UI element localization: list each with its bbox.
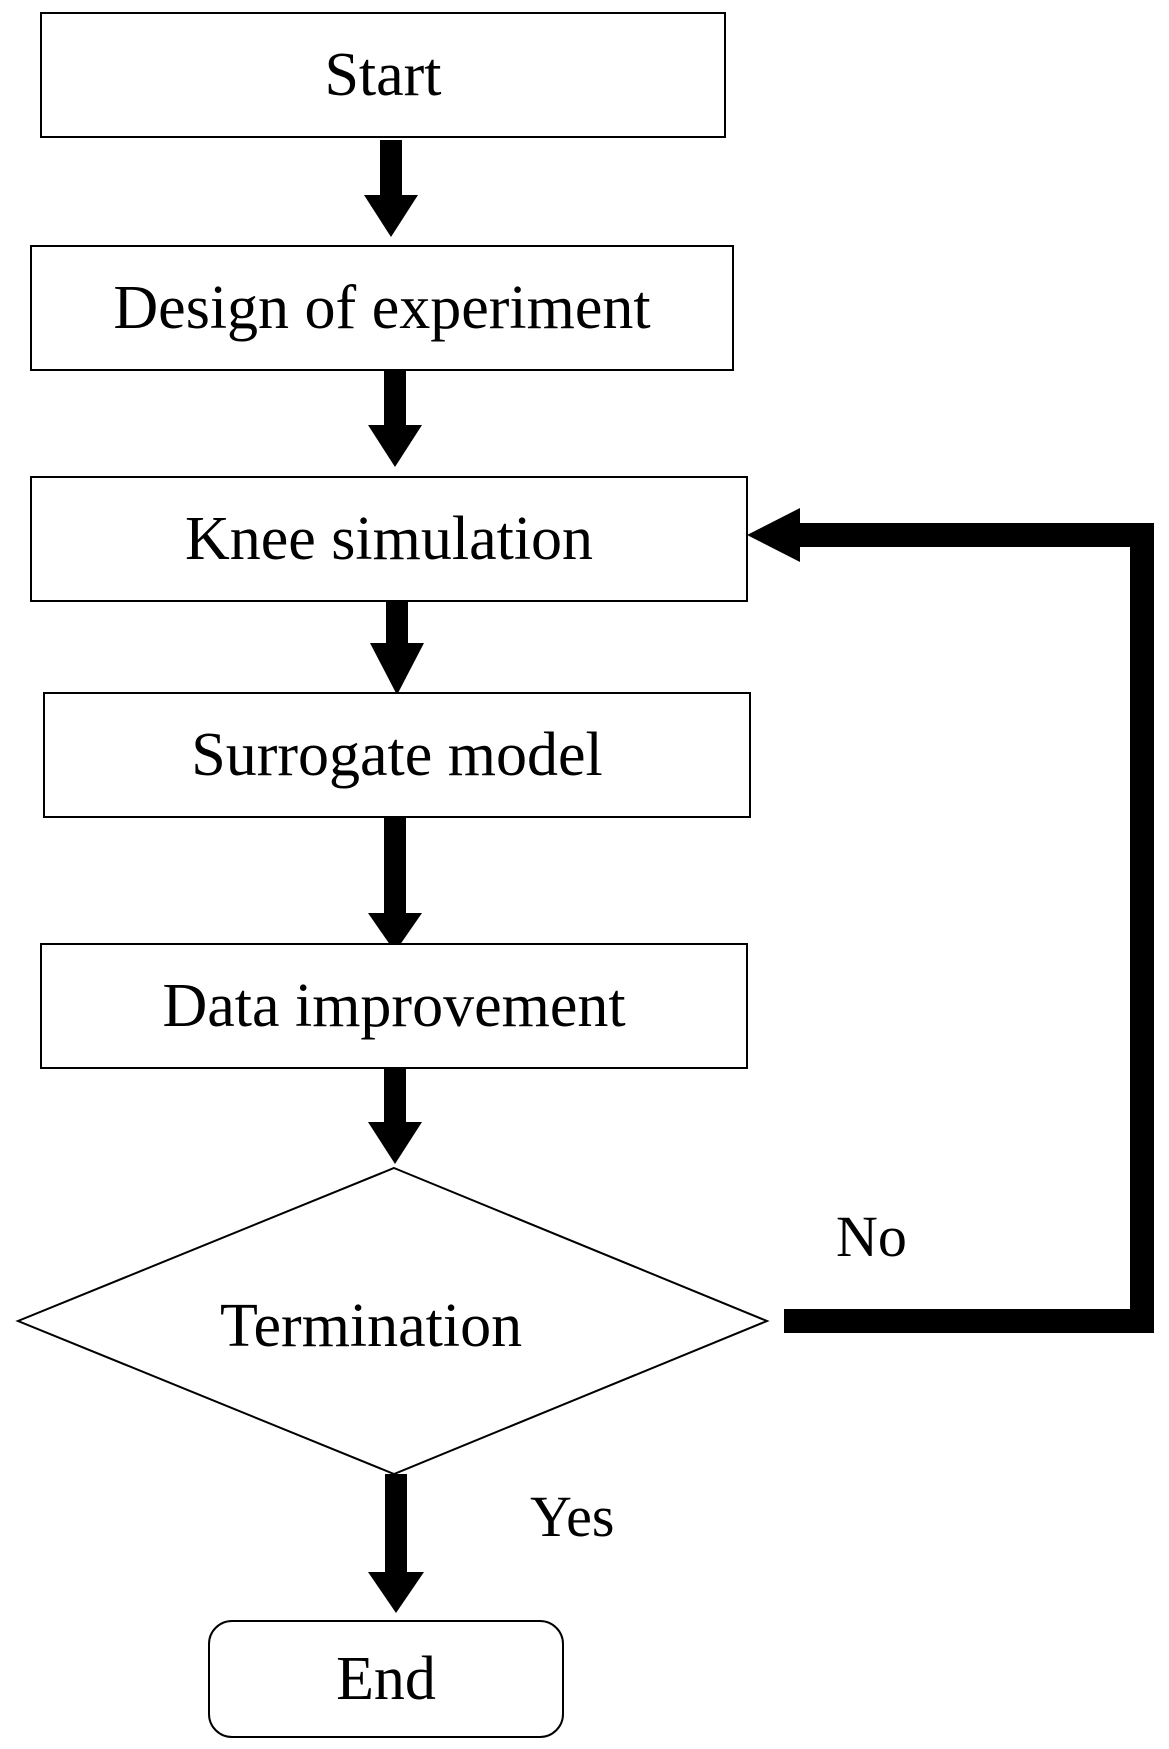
knee-simulation-box: Knee simulation (30, 476, 748, 602)
arrow-no-loop (747, 508, 1154, 1333)
data-improvement-box: Data improvement (40, 943, 748, 1069)
design-of-experiment-label: Design of experiment (113, 274, 651, 342)
yes-label: Yes (530, 1484, 615, 1549)
end-box: End (208, 1620, 564, 1738)
start-label: Start (324, 41, 442, 109)
surrogate-model-box: Surrogate model (43, 692, 751, 818)
no-label: No (836, 1204, 907, 1269)
surrogate-model-label: Surrogate model (191, 721, 603, 789)
arrow-knee-to-surrogate (370, 601, 424, 695)
knee-simulation-label: Knee simulation (184, 505, 594, 573)
arrow-start-to-design (364, 140, 418, 237)
start-box: Start (40, 12, 726, 138)
arrow-data-to-termination (368, 1066, 422, 1164)
end-label: End (336, 1645, 436, 1713)
arrow-termination-to-end (368, 1474, 424, 1613)
arrow-surrogate-to-data (368, 815, 422, 952)
arrow-design-to-knee (368, 370, 422, 467)
termination-label: Termination (220, 1292, 523, 1360)
design-of-experiment-box: Design of experiment (30, 245, 734, 371)
data-improvement-label: Data improvement (162, 972, 626, 1040)
